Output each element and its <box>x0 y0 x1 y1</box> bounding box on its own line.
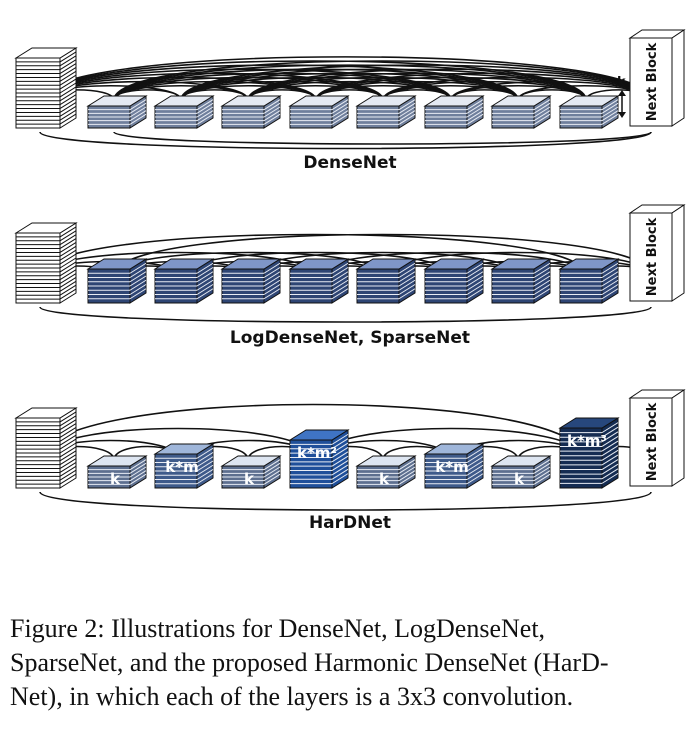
layer-block <box>355 95 417 129</box>
layer-label: k*m <box>435 458 468 476</box>
panel-2: Next Block <box>14 204 686 304</box>
input-feature-stack <box>14 222 78 304</box>
next-block-label: Next Block <box>645 402 660 481</box>
growth-rate-label: k <box>617 75 626 90</box>
panel-title: HarDNet <box>309 513 391 533</box>
layer-block: k <box>220 455 282 489</box>
layer-block <box>355 258 417 304</box>
panel-3: k k*m k k*m² k k*m k k*m³ Next Block <box>14 389 686 489</box>
caption-line-1: Figure 2: Illustrations for DenseNet, Lo… <box>10 614 546 643</box>
layer-block: k <box>86 455 148 489</box>
layer-block: k*m³ <box>558 417 620 489</box>
layer-block <box>288 258 350 304</box>
panel-title: LogDenseNet, SparseNet <box>230 328 470 348</box>
connection-arc <box>113 233 652 276</box>
next-block: Next Block <box>628 389 686 487</box>
layer-block <box>423 95 485 129</box>
layer-block <box>490 95 552 129</box>
next-block-label: Next Block <box>645 217 660 296</box>
layer-block <box>288 95 350 129</box>
connection-arc <box>39 306 652 323</box>
layer-block: k <box>355 455 417 489</box>
figure-caption: Figure 2: Illustrations for DenseNet, Lo… <box>10 612 696 714</box>
layer-block: k*m² <box>288 429 350 489</box>
layer-block <box>220 95 282 129</box>
next-block-label: Next Block <box>645 42 660 121</box>
layer-block <box>86 258 148 304</box>
connection-arc <box>39 491 652 511</box>
layer-block <box>558 95 620 129</box>
layer-block <box>220 258 282 304</box>
layer-label: k <box>244 470 255 488</box>
caption-line-2: SparseNet, and the proposed Harmonic Den… <box>10 648 609 677</box>
caption-line-3: Net), in which each of the layers is a 3… <box>10 682 574 711</box>
connection-arc <box>39 131 652 150</box>
layer-block <box>490 258 552 304</box>
layer-block <box>86 95 148 129</box>
layer-block <box>558 258 620 304</box>
layer-label: k <box>110 470 121 488</box>
layer-block: k*m <box>153 443 215 489</box>
input-feature-stack <box>14 47 78 129</box>
layer-label: k*m² <box>297 444 337 462</box>
panel-title: DenseNet <box>303 153 396 173</box>
next-block: Next Block <box>628 204 686 302</box>
input-feature-stack <box>14 407 78 489</box>
panel-1: Next Block k <box>14 29 686 129</box>
layer-label: k*m³ <box>567 432 607 450</box>
layer-block: k <box>490 455 552 489</box>
layer-label: k <box>514 470 525 488</box>
next-block: Next Block <box>628 29 686 127</box>
layer-block <box>153 258 215 304</box>
layer-block <box>423 258 485 304</box>
layer-label: k*m <box>165 458 198 476</box>
layer-label: k <box>379 470 390 488</box>
layer-block <box>153 95 215 129</box>
connection-arc <box>113 131 652 145</box>
layer-block: k*m <box>423 443 485 489</box>
